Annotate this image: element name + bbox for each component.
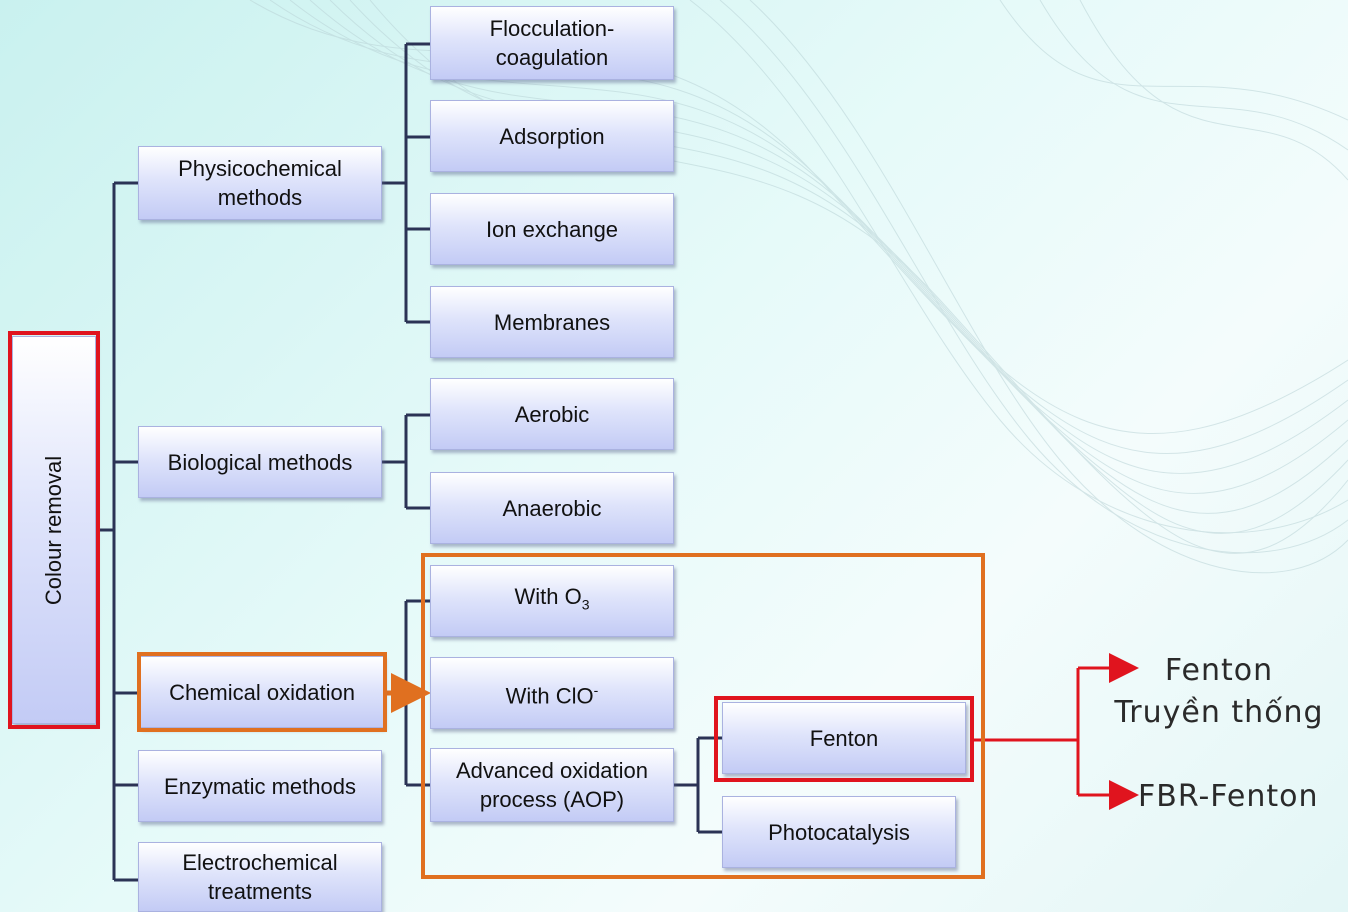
node-enzymatic-methods[interactable]: Enzymatic methods <box>138 750 382 822</box>
node-aerobic[interactable]: Aerobic <box>430 378 674 450</box>
o3-subscript: 3 <box>581 596 590 613</box>
fenton-highlight-frame <box>714 696 974 782</box>
fenton-label: Fenton <box>809 725 879 751</box>
biological-label: Biological methods <box>167 449 353 475</box>
node-aop[interactable]: Advanced oxidation process (AOP) <box>430 748 674 822</box>
aerobic-label: Aerobic <box>514 401 590 427</box>
adsorption-label: Adsorption <box>499 123 605 149</box>
node-physicochemical-methods[interactable]: Physicochemical methods <box>138 146 382 220</box>
clo-prefix: With ClO <box>505 683 594 709</box>
fbr-fenton-label: FBR-Fenton <box>1138 776 1343 818</box>
fbr-fenton-text: FBR-Fenton <box>1138 779 1319 814</box>
node-photocatalysis[interactable]: Photocatalysis <box>722 796 956 868</box>
aop-label: Advanced oxidation process (AOP) <box>455 758 649 812</box>
o3-prefix: With O <box>514 584 582 610</box>
node-membranes[interactable]: Membranes <box>430 286 674 358</box>
traditional-fenton-label: Fenton Truyền thống <box>1104 650 1334 734</box>
ion-exchange-label: Ion exchange <box>485 216 619 242</box>
node-biological-methods[interactable]: Biological methods <box>138 426 382 498</box>
node-fenton[interactable]: Fenton <box>722 702 966 774</box>
node-ion-exchange[interactable]: Ion exchange <box>430 193 674 265</box>
node-with-o3[interactable]: With O3 <box>430 565 674 637</box>
photocatalysis-label: Photocatalysis <box>768 819 910 845</box>
node-flocculation-coagulation[interactable]: Flocculation-coagulation <box>430 6 674 80</box>
chemical-oxidation-highlight-frame <box>137 652 387 732</box>
chemical-oxidation-label: Chemical oxidation <box>169 679 355 705</box>
clo-superscript: - <box>593 681 599 698</box>
flocculation-label: Flocculation-coagulation <box>489 16 615 70</box>
with-clo-label: With ClO- <box>506 676 599 710</box>
chemical-oxidation-group-frame <box>421 553 985 879</box>
physicochemical-label: Physicochemical methods <box>178 156 342 210</box>
membranes-label: Membranes <box>493 309 611 335</box>
node-adsorption[interactable]: Adsorption <box>430 100 674 172</box>
traditional-fenton-line1: Fenton <box>1164 653 1274 688</box>
node-electrochemical-treatments[interactable]: Electrochemical treatments <box>138 842 382 912</box>
electrochemical-label: Electrochemical treatments <box>182 850 338 904</box>
root-colour-removal[interactable]: Colour removal <box>12 336 96 724</box>
node-with-clo[interactable]: With ClO- <box>430 657 674 729</box>
enzymatic-label: Enzymatic methods <box>164 773 356 799</box>
with-o3-label: With O3 <box>514 582 589 619</box>
root-highlight-frame <box>8 331 100 729</box>
anaerobic-label: Anaerobic <box>502 495 602 521</box>
traditional-fenton-line2: Truyền thống <box>1114 695 1324 730</box>
node-anaerobic[interactable]: Anaerobic <box>430 472 674 544</box>
